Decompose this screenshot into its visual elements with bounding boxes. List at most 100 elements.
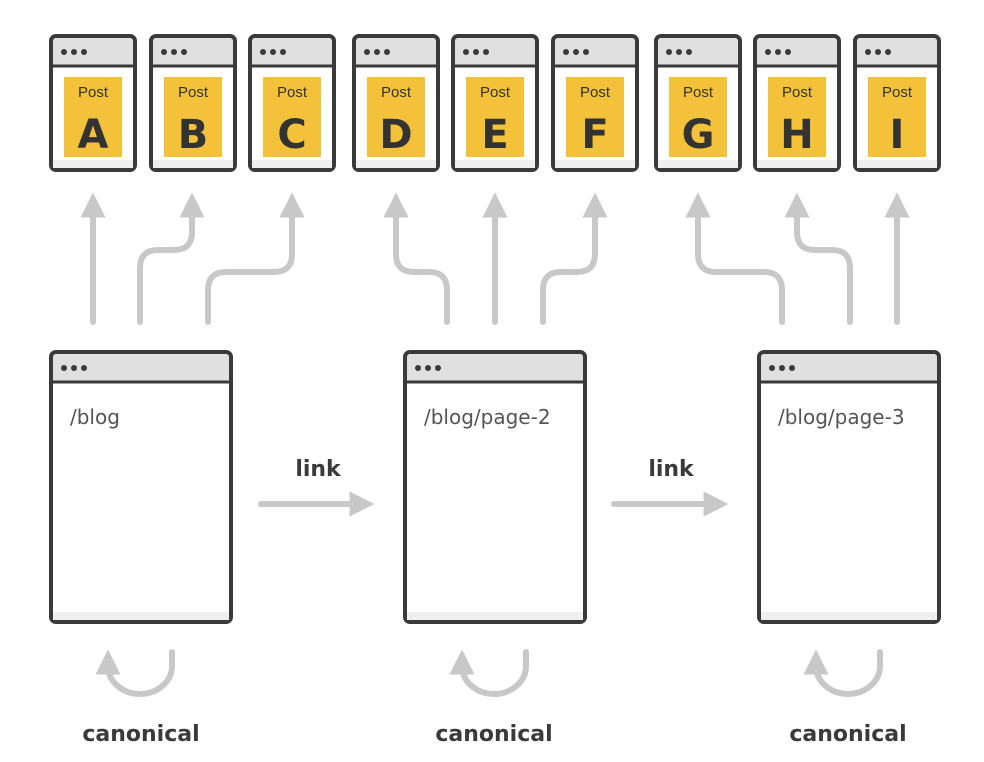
window-dot-icon (676, 49, 682, 55)
post-letter: B (178, 112, 209, 158)
page-window-3: /blog/page-3 (757, 350, 941, 624)
post-window-footer (356, 160, 436, 168)
window-dot-icon (181, 49, 187, 55)
window-dot-icon (765, 49, 771, 55)
window-dot-icon (666, 49, 672, 55)
window-dot-icon (61, 49, 67, 55)
canonical-label-3: canonical (789, 722, 906, 747)
canonical-loop-2 (449, 649, 529, 697)
window-dot-icon (779, 365, 785, 371)
post-word: Post (882, 84, 913, 101)
page-path-label: /blog/page-2 (424, 405, 551, 429)
post-thumbnail (164, 77, 222, 157)
window-dot-icon (260, 49, 266, 55)
window-dot-icon (483, 49, 489, 55)
post-window-footer (53, 160, 133, 168)
post-thumbnail (263, 77, 321, 157)
post-arrows (80, 192, 910, 325)
page-window-frame (757, 350, 941, 624)
arrow-to-post-f (540, 192, 608, 325)
post-windows: PostAPostBPostCPostDPostEPostFPostGPostH… (49, 34, 941, 172)
page-window-2: /blog/page-2 (403, 350, 587, 624)
window-dot-icon (583, 49, 589, 55)
post-letter: I (890, 112, 905, 158)
canonical-loop-1 (95, 649, 175, 697)
page-path-label: /blog (70, 405, 120, 429)
canonical-loop-3 (803, 649, 883, 697)
post-window-footer (455, 160, 535, 168)
window-dot-icon (270, 49, 276, 55)
window-dot-icon (789, 365, 795, 371)
window-dot-icon (425, 365, 431, 371)
window-dot-icon (81, 365, 87, 371)
window-dot-icon (374, 49, 380, 55)
arrow-to-post-d (383, 192, 450, 325)
page-window-footer (761, 612, 937, 620)
post-word: Post (782, 84, 813, 101)
arrow-to-post-h (784, 192, 853, 325)
canonical-label-1: canonical (82, 722, 199, 747)
window-dot-icon (775, 49, 781, 55)
post-window-titlebar (455, 38, 535, 66)
window-dot-icon (473, 49, 479, 55)
post-window-footer (857, 160, 937, 168)
post-letter: H (780, 112, 813, 158)
post-letter: C (277, 112, 306, 158)
post-window-footer (757, 160, 837, 168)
link-label-1: link (295, 457, 342, 482)
window-dot-icon (81, 49, 87, 55)
window-dot-icon (71, 49, 77, 55)
post-thumbnail (669, 77, 727, 157)
window-dot-icon (61, 365, 67, 371)
window-dot-icon (563, 49, 569, 55)
post-letter: E (481, 112, 508, 158)
window-dot-icon (686, 49, 692, 55)
post-word: Post (277, 84, 308, 101)
window-dot-icon (769, 365, 775, 371)
post-window-titlebar (252, 38, 332, 66)
post-letter: D (379, 112, 412, 158)
post-word: Post (78, 84, 109, 101)
post-word: Post (683, 84, 714, 101)
window-dot-icon (435, 365, 441, 371)
canonical-loops: canonical canonical canonical (82, 649, 907, 747)
page-windows: /blog/blog/page-2/blog/page-3 (49, 350, 941, 624)
post-window-footer (658, 160, 738, 168)
post-window-footer (153, 160, 233, 168)
post-word: Post (381, 84, 412, 101)
post-window-titlebar (757, 38, 837, 66)
window-dot-icon (415, 365, 421, 371)
post-thumbnail (566, 77, 624, 157)
window-dot-icon (364, 49, 370, 55)
page-window-titlebar (761, 354, 937, 382)
arrow-to-post-g (685, 192, 785, 325)
post-letter: F (581, 112, 608, 158)
page-window-footer (407, 612, 583, 620)
post-thumbnail (64, 77, 122, 157)
window-dot-icon (71, 365, 77, 371)
window-dot-icon (573, 49, 579, 55)
canonical-label-2: canonical (435, 722, 552, 747)
post-word: Post (580, 84, 611, 101)
post-window-footer (252, 160, 332, 168)
post-window-footer (555, 160, 635, 168)
window-dot-icon (280, 49, 286, 55)
page-window-frame (403, 350, 587, 624)
post-thumbnail (367, 77, 425, 157)
page-window-titlebar (53, 354, 229, 382)
page-window-footer (53, 612, 229, 620)
window-dot-icon (463, 49, 469, 55)
window-dot-icon (384, 49, 390, 55)
page-window-titlebar (407, 354, 583, 382)
window-dot-icon (865, 49, 871, 55)
post-window-titlebar (356, 38, 436, 66)
arrow-to-post-c (205, 192, 305, 325)
post-letter: A (78, 112, 109, 158)
